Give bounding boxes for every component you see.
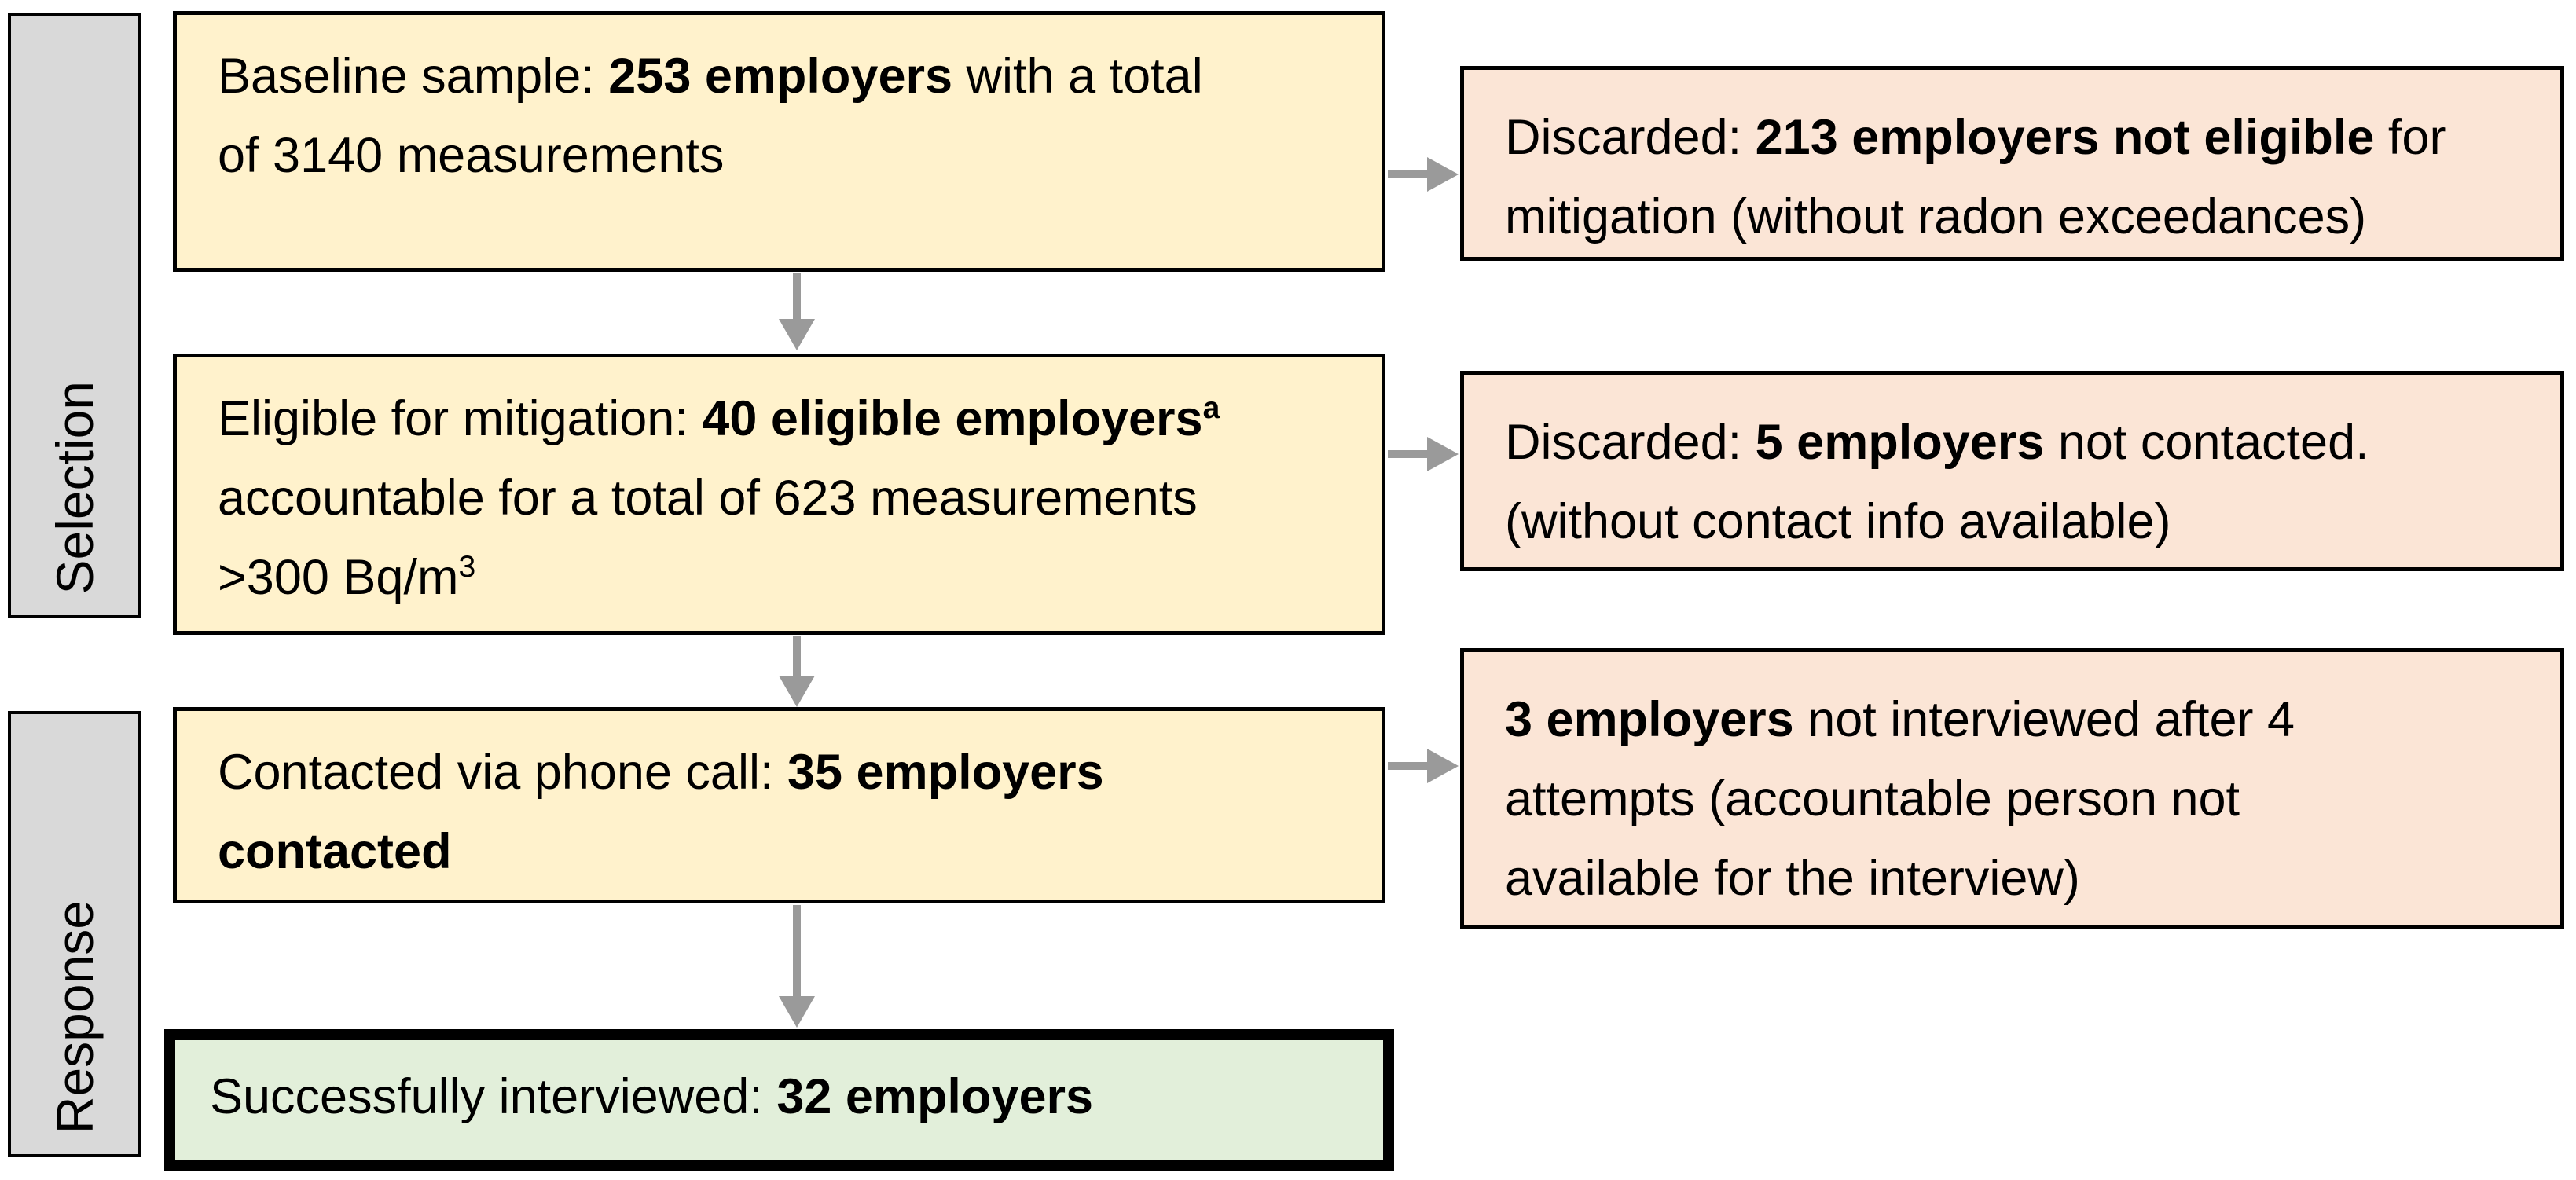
arrow-stem bbox=[793, 636, 801, 677]
text-line: available for the interview) bbox=[1505, 851, 2080, 906]
text-line: Eligible for mitigation: 40 eligible emp… bbox=[218, 391, 1220, 446]
text-line: Baseline sample: 253 employers with a to… bbox=[218, 49, 1203, 104]
stage-label-response: Response bbox=[8, 711, 141, 1157]
text-line: (without contact info available) bbox=[1505, 494, 2171, 549]
text-line: contacted bbox=[218, 824, 452, 879]
arrow-stem bbox=[1388, 762, 1430, 770]
text-line: mitigation (without radon exceedances) bbox=[1505, 189, 2367, 244]
arrow-stem bbox=[793, 273, 801, 321]
arrow-head bbox=[779, 319, 815, 350]
text-line: of 3140 measurements bbox=[218, 128, 725, 183]
right-arrow-icon-2 bbox=[1388, 437, 1459, 471]
text-line: attempts (accountable person not bbox=[1505, 771, 2240, 826]
arrow-head bbox=[1427, 749, 1459, 783]
arrow-stem bbox=[1388, 450, 1430, 458]
discarded-not-contacted-box: Discarded: 5 employers not contacted. (wi… bbox=[1460, 371, 2564, 571]
arrow-stem bbox=[793, 905, 801, 998]
arrow-head bbox=[1427, 437, 1459, 471]
right-arrow-icon-1 bbox=[1388, 157, 1459, 192]
text-line: Contacted via phone call: 35 employers bbox=[218, 745, 1104, 800]
text-line: >300 Bq/m3 bbox=[218, 550, 476, 605]
text-line: Discarded: 5 employers not contacted. bbox=[1505, 415, 2369, 470]
down-arrow-icon-2 bbox=[779, 636, 815, 707]
down-arrow-icon-1 bbox=[779, 273, 815, 350]
baseline-sample-box: Baseline sample: 253 employers with a to… bbox=[173, 11, 1385, 272]
down-arrow-icon-3 bbox=[779, 905, 815, 1028]
discarded-not-eligible-box: Discarded: 213 employers not eligible fo… bbox=[1460, 66, 2564, 261]
text-line: Successfully interviewed: 32 employers bbox=[210, 1069, 1094, 1124]
arrow-head bbox=[779, 996, 815, 1028]
contacted-via-phone-box: Contacted via phone call: 35 employers co… bbox=[173, 707, 1385, 903]
stage-label-selection: Selection bbox=[8, 13, 141, 618]
eligible-for-mitigation-box: Eligible for mitigation: 40 eligible emp… bbox=[173, 354, 1385, 635]
arrow-stem bbox=[1388, 170, 1430, 178]
text-line: Discarded: 213 employers not eligible fo… bbox=[1505, 110, 2446, 165]
not-interviewed-box: 3 employers not interviewed after 4 attem… bbox=[1460, 648, 2564, 929]
arrow-head bbox=[1427, 157, 1459, 192]
arrow-head bbox=[779, 676, 815, 707]
text-line: 3 employers not interviewed after 4 bbox=[1505, 692, 2295, 747]
stage-label-selection-text: Selection bbox=[45, 381, 104, 595]
successfully-interviewed-box: Successfully interviewed: 32 employers bbox=[164, 1029, 1394, 1171]
text-line: accountable for a total of 623 measureme… bbox=[218, 471, 1198, 526]
right-arrow-icon-3 bbox=[1388, 749, 1459, 783]
stage-label-response-text: Response bbox=[45, 900, 104, 1134]
